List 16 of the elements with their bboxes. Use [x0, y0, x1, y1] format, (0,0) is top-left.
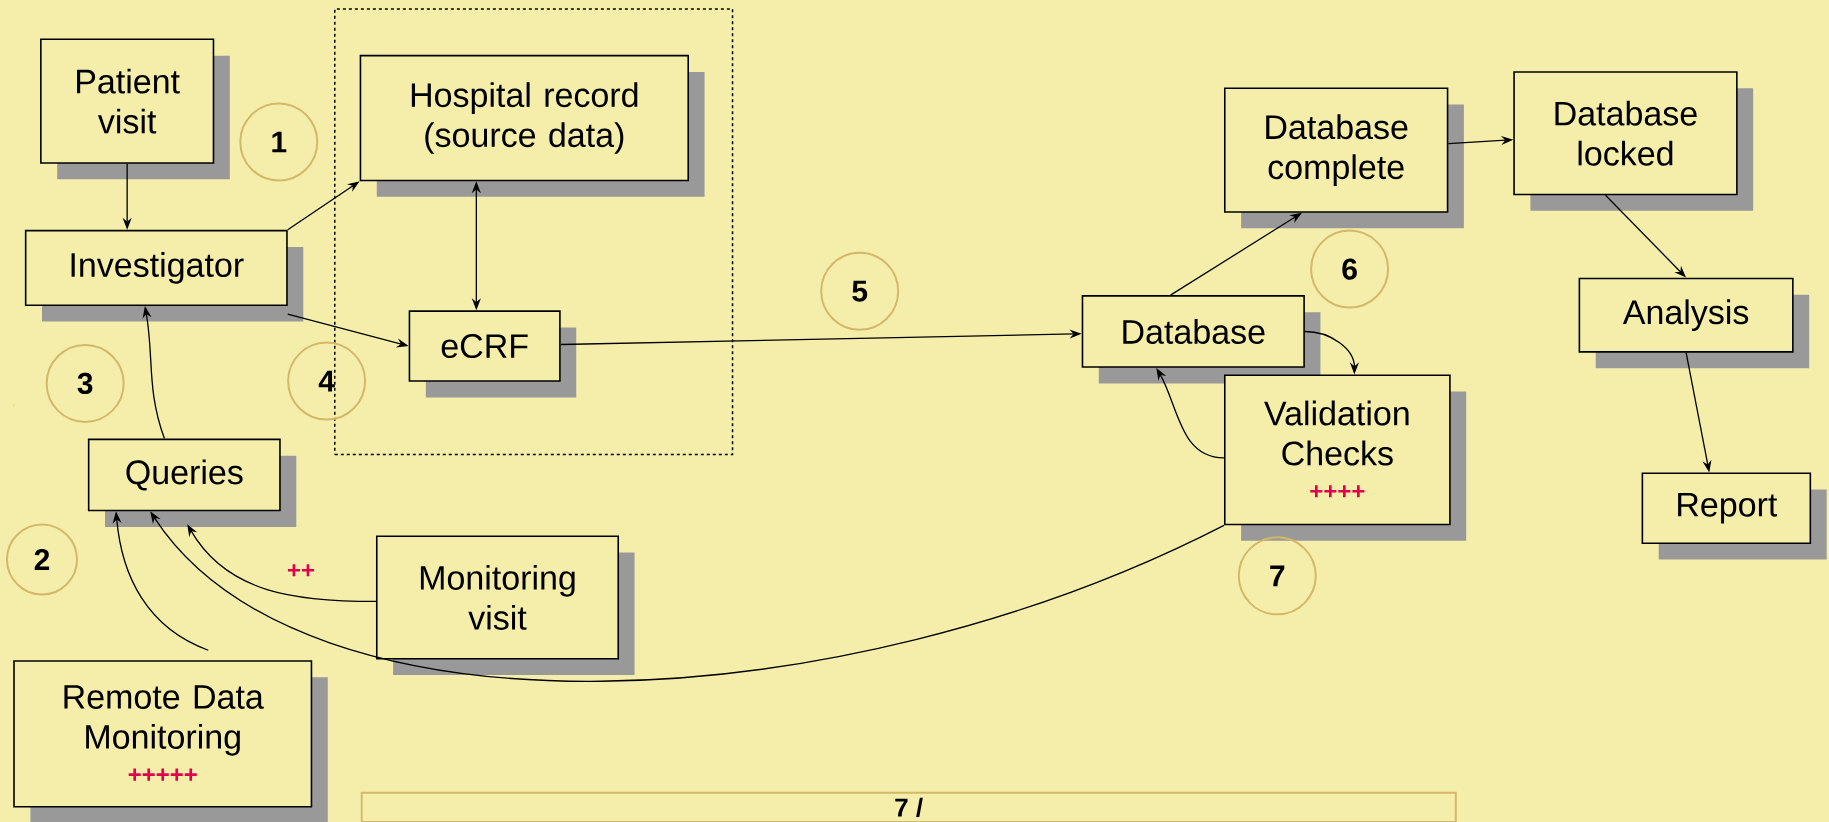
process-box: Patient visit — [40, 38, 230, 180]
process-box: Investigator — [24, 229, 304, 322]
process-box: Database locked — [1513, 71, 1754, 211]
process-box: Queries — [87, 438, 297, 527]
process-box: Database complete — [1224, 87, 1464, 229]
process-box: eCRF — [408, 310, 577, 398]
process-box: Monitoring visit — [375, 535, 635, 675]
process-box: Remote Data Monitoring +++++ — [13, 660, 328, 822]
edge-label: ++ — [285, 563, 316, 580]
dashed-region — [334, 8, 734, 456]
process-box: Report — [1641, 472, 1827, 560]
process-box: Validation Checks ++++ — [1224, 374, 1467, 541]
process-box: Analysis — [1578, 277, 1810, 369]
process-box: Database — [1081, 295, 1321, 384]
process-box: Hospital record (source data) — [359, 54, 705, 197]
text-box: 7 / — [360, 791, 1457, 822]
